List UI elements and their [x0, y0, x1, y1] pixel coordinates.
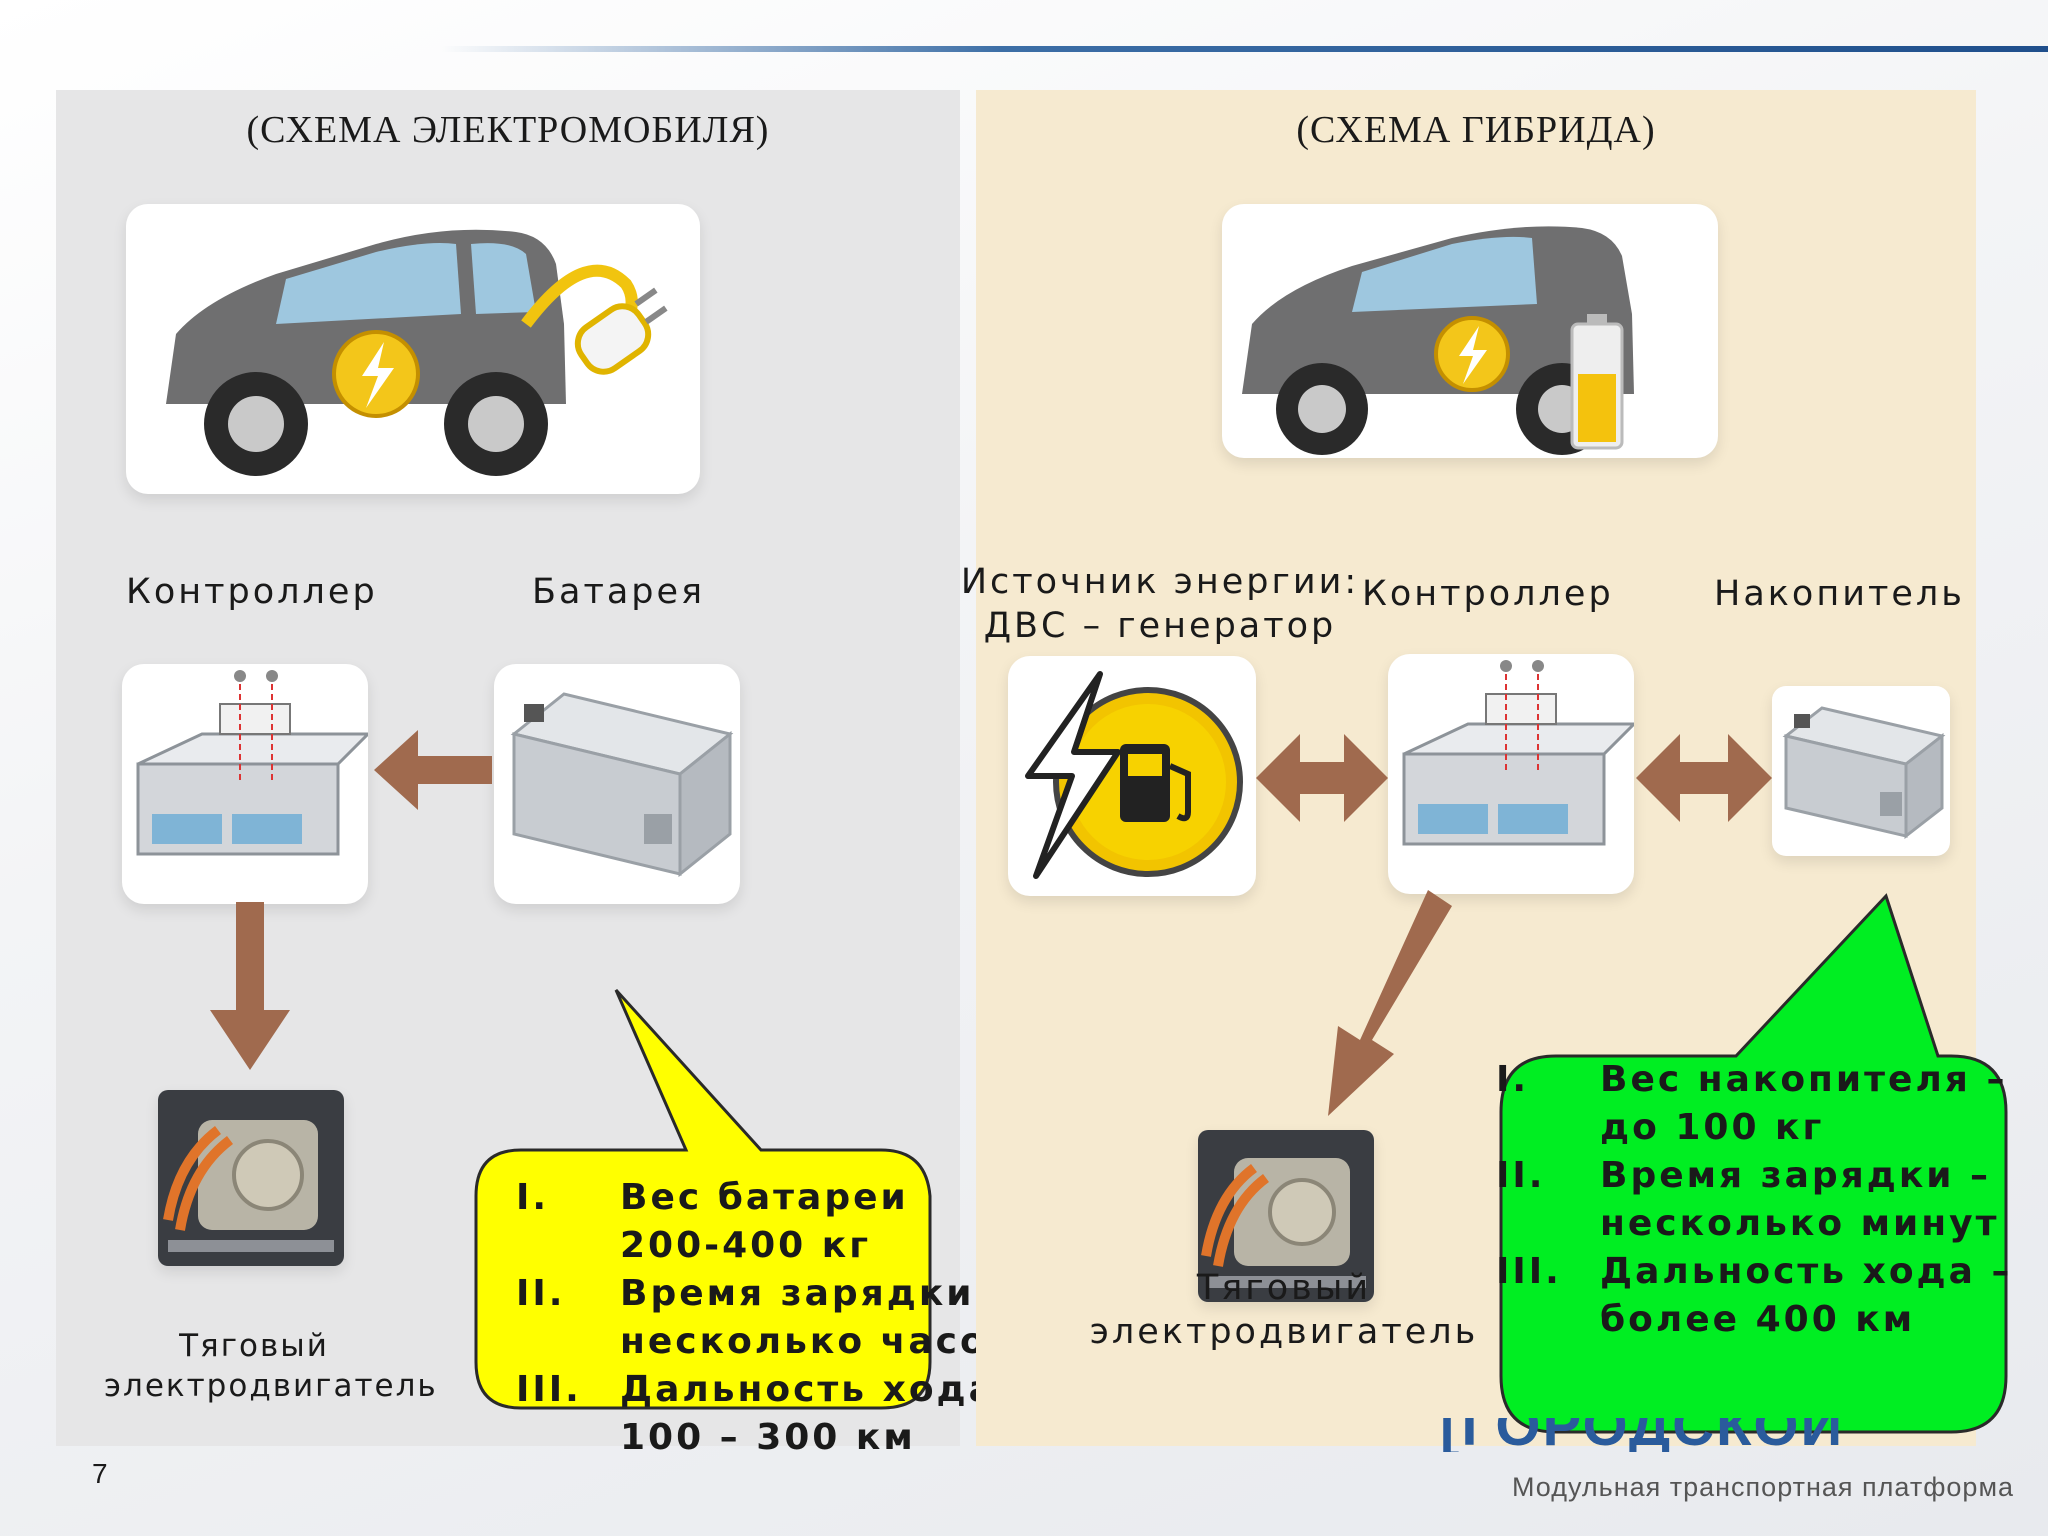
callout-bubble-yellow: [474, 988, 932, 1410]
hybrid-panel: (СХЕМА ГИБРИДА) Источник энергии: ДВС – …: [961, 90, 2008, 1446]
electric-motor-icon: [158, 1090, 344, 1266]
brand-logo: [ГОРОДСКОЙ АВТОМОБИЛЬ]: [1440, 1418, 2020, 1452]
controller-to-motor-arrow: [1328, 890, 1452, 1116]
hybrid-car-icon: [1242, 226, 1634, 455]
hybrid-panel-title: (СХЕМА ГИБРИДА): [1296, 109, 1656, 151]
controller-image: [122, 664, 368, 904]
storage-spec-item: II.Время зарядки –несколько минут: [1496, 1155, 2000, 1244]
controller-icon: [1402, 660, 1634, 846]
battery-to-controller-arrow: [374, 730, 492, 810]
storage-spec-item: III.Дальность хода –более 400 км: [1496, 1251, 2013, 1340]
page-number: 7: [92, 1458, 108, 1489]
hybrid-traction-motor-label-line1: Тяговый: [1196, 1268, 1372, 1308]
energy-source-label-line1: Источник энергии:: [960, 562, 1360, 602]
header-accent-line: [440, 46, 2048, 52]
controller-storage-double-arrow: [1636, 734, 1772, 822]
traction-motor-label: Тяговый электродвигатель: [104, 1326, 438, 1407]
fuel-lightning-icon: [1025, 671, 1243, 879]
controller-icon: [136, 670, 368, 856]
storage-specs-list: I.Вес накопителя –до 100 кг II.Время зар…: [1496, 1056, 2012, 1344]
hybrid-controller-image: [1388, 654, 1634, 894]
traction-motor-label-line2: электродвигатель: [104, 1368, 438, 1405]
callout-bubble-green: [1499, 893, 2008, 1434]
traction-motor-image: [158, 1090, 344, 1266]
controller-label: Контроллер: [126, 572, 378, 612]
battery-spec-item: II.Время зарядки –несколько часов: [516, 1273, 1014, 1362]
battery-label: Батарея: [532, 572, 706, 612]
hybrid-car-image: [1222, 204, 1718, 458]
hybrid-controller-label: Контроллер: [1362, 574, 1614, 614]
generator-image: [1008, 656, 1256, 896]
electric-car-icon: [166, 229, 668, 476]
controller-to-motor-arrow: [210, 902, 290, 1070]
battery-pack-icon: [1782, 706, 1946, 840]
energy-source-label-line2: ДВС – генератор: [983, 606, 1337, 647]
storage-image: [1772, 686, 1950, 856]
electric-car-panel-title: (СХЕМА ЭЛЕКТРОМОБИЛЯ): [246, 109, 770, 151]
electric-car-image: [126, 204, 700, 494]
storage-specs-callout: [1456, 860, 2016, 1500]
brand-subtitle: Модульная транспортная платформа: [1512, 1472, 2015, 1502]
hybrid-traction-motor-image: [1198, 1130, 1374, 1302]
energy-source-label: Источник энергии: ДВС – генератор: [960, 560, 1360, 649]
electric-car-panel: (СХЕМА ЭЛЕКТРОМОБИЛЯ) Контроллер Батарея: [56, 90, 1011, 1458]
storage-spec-item: I.Вес накопителя –до 100 кг: [1496, 1059, 2008, 1148]
generator-controller-double-arrow: [1256, 734, 1388, 822]
battery-image: [494, 664, 740, 904]
hybrid-traction-motor-label: Тяговый электродвигатель: [1084, 1266, 1484, 1355]
brand-logo-text: [ГОРОДСКОЙ АВТОМОБИЛЬ]: [1440, 1418, 1845, 1452]
hybrid-traction-motor-label-line2: электродвигатель: [1089, 1312, 1479, 1353]
electric-motor-icon: [1198, 1130, 1374, 1302]
battery-pack-icon: [510, 692, 734, 878]
traction-motor-label-line1: Тяговый: [179, 1328, 329, 1364]
storage-label: Накопитель: [1714, 574, 1965, 614]
